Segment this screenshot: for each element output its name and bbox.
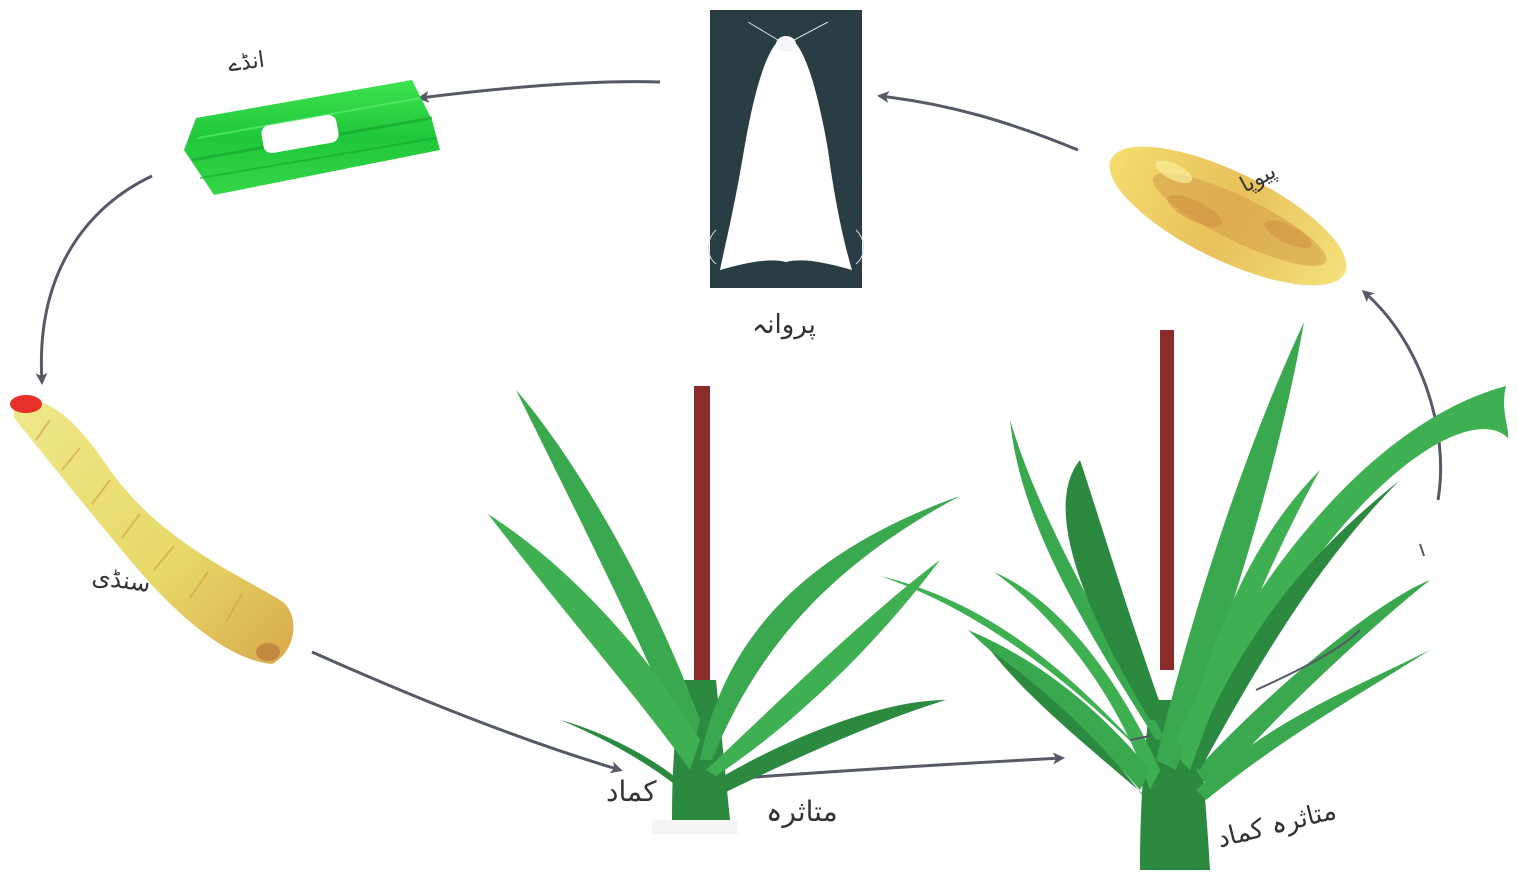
eggs-label: انڈے — [227, 50, 266, 77]
sugarcane-label: کماد — [606, 778, 657, 806]
arrow-eggs-to-larva — [41, 176, 152, 382]
infested-sugarcane-icon — [880, 322, 1508, 870]
arrow-larva-to-sugarcane — [312, 652, 620, 770]
larva-icon — [10, 395, 293, 664]
larva-head — [10, 395, 42, 413]
infested-sugarcane-stem — [1160, 330, 1174, 670]
larva-label: سنڈی — [91, 564, 153, 596]
moth-label: پروانہ — [752, 312, 816, 338]
arrow-pupa-to-moth — [880, 96, 1078, 150]
affected-label: متاثرہ — [766, 798, 838, 826]
pupa-icon — [1092, 119, 1364, 312]
moth-icon — [709, 10, 864, 288]
egg-leaf-icon — [184, 80, 440, 195]
sugarcane-stem — [694, 386, 710, 686]
arrow-moth-to-eggs — [420, 82, 660, 98]
